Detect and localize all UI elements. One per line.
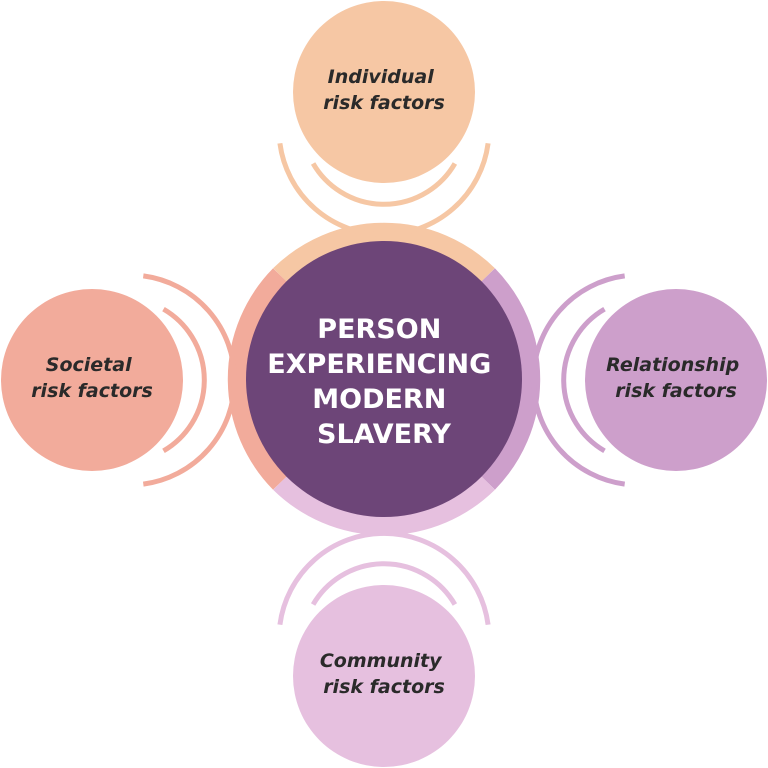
community-label-line-2: risk factors [323,676,445,698]
relationship-inner-arc [561,306,606,454]
ring-segment-relationship [480,268,541,490]
societal-label-line-1: Societal [46,354,132,376]
center-label-line-2: EXPERIENCING [267,349,491,380]
relationship-outer-arc [530,273,626,487]
center-circle [246,241,522,517]
individual-label-line-2: risk factors [323,92,445,114]
individual-circle [293,1,475,183]
community-label-line-1: Community [320,650,443,672]
ring-segment-community [273,475,495,536]
societal-circle [1,289,183,471]
individual-label: Individual risk factors [323,66,445,114]
community-inner-arc [310,561,458,606]
node-individual: Individual risk factors [277,1,491,238]
relationship-circle [585,289,767,471]
relationship-label: Relationship risk factors [606,354,746,402]
societal-label: Societal risk factors [31,354,153,402]
community-outer-arc [277,530,491,626]
center-label-line-1: PERSON [317,314,441,345]
community-circle [293,585,475,767]
ring-segment-societal [227,268,288,490]
node-community: Community risk factors [277,530,491,767]
relationship-label-line-2: risk factors [615,380,737,402]
center-label-line-4: SLAVERY [317,419,451,450]
node-relationship: Relationship risk factors [530,273,767,487]
node-societal: Societal risk factors [1,273,238,487]
center-label-line-3: MODERN [312,384,446,415]
relationship-label-line-1: Relationship [606,354,739,376]
societal-inner-arc [162,306,207,454]
societal-outer-arc [142,273,238,487]
individual-inner-arc [310,162,458,207]
individual-label-line-1: Individual [328,66,435,88]
societal-label-line-2: risk factors [31,380,153,402]
center-label: PERSON EXPERIENCING MODERN SLAVERY [267,314,500,450]
community-label: Community risk factors [320,650,448,698]
individual-outer-arc [277,142,491,238]
